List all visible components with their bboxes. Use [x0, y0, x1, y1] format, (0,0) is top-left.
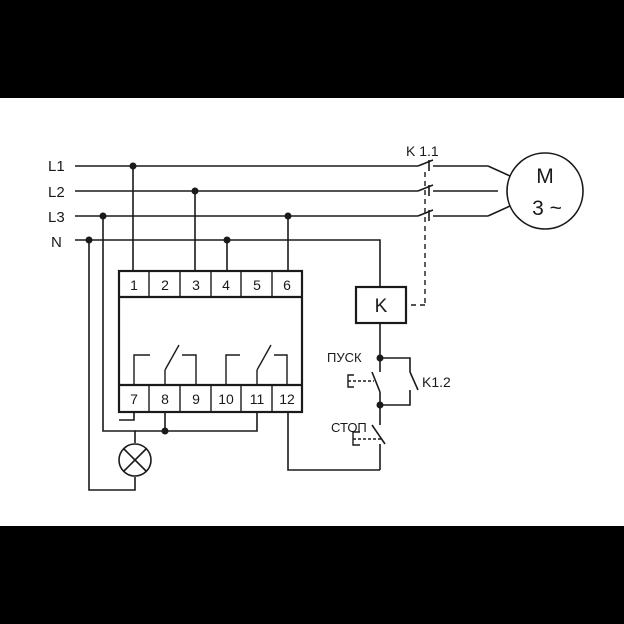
signal-lamp-icon	[118, 443, 152, 477]
terminal-12: 12	[279, 391, 295, 407]
control-circuit	[287, 323, 419, 471]
coil-label: K	[375, 296, 388, 317]
label-l1: L1	[48, 158, 65, 175]
relay-contact-2	[225, 344, 288, 385]
label-l2: L2	[48, 184, 65, 201]
relay-top-wiring	[132, 166, 289, 271]
label-k11: K 1.1	[406, 143, 439, 159]
terminal-4: 4	[222, 277, 230, 293]
terminal-9: 9	[192, 391, 200, 407]
terminal-1: 1	[130, 277, 138, 293]
terminal-8: 8	[161, 391, 169, 407]
motor-phase: 3 ~	[532, 197, 562, 220]
terminal-5: 5	[253, 277, 261, 293]
start-button-icon[interactable]	[347, 374, 374, 388]
terminal-10: 10	[218, 391, 234, 407]
stop-label: СТОП	[331, 420, 367, 435]
terminal-7: 7	[130, 391, 138, 407]
motor	[487, 152, 584, 230]
supply-lines	[75, 165, 418, 287]
motor-letter: M	[536, 165, 554, 188]
junction-dots	[85, 162, 384, 435]
main-contact-k11	[411, 159, 498, 306]
relay-top-dividers	[148, 271, 273, 297]
relay-bottom-dividers	[148, 385, 273, 412]
aux-contact-label: K1.2	[422, 374, 451, 390]
diagram-canvas	[0, 98, 624, 526]
start-label: ПУСК	[327, 350, 362, 365]
label-n: N	[51, 234, 62, 251]
motor-circle	[506, 152, 584, 230]
terminal-3: 3	[192, 277, 200, 293]
line-n	[75, 239, 381, 287]
relay-contact-1	[133, 344, 197, 385]
label-l3: L3	[48, 209, 65, 226]
lamp-circuit	[88, 216, 258, 491]
stop-button-icon[interactable]	[352, 431, 381, 446]
contactor-coil	[354, 285, 408, 325]
terminal-2: 2	[161, 277, 169, 293]
terminal-11: 11	[250, 391, 265, 407]
terminal-6: 6	[283, 277, 291, 293]
